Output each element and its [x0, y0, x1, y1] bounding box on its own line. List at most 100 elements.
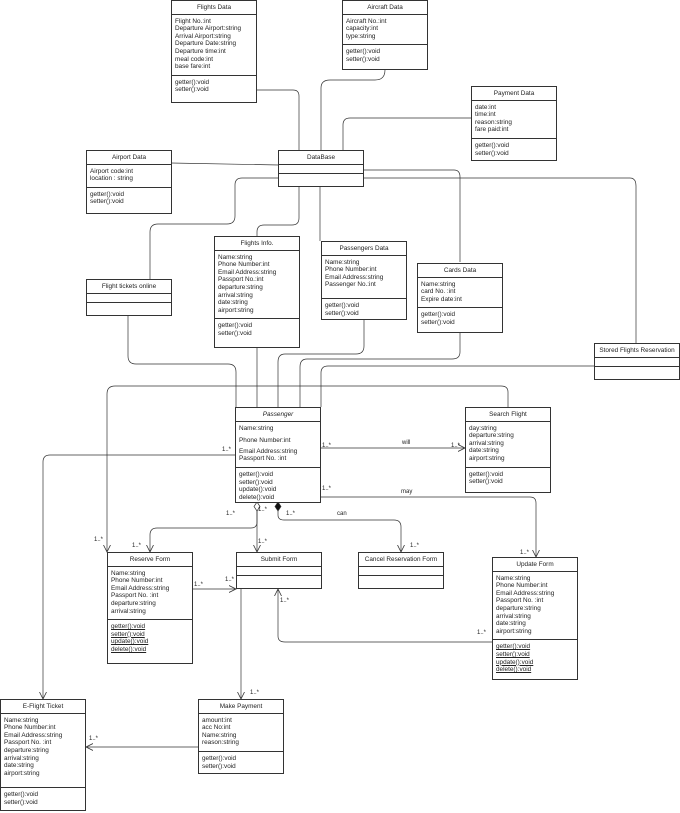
- method: setter():void: [111, 630, 145, 638]
- class-stored-flights-reservation[interactable]: Stored Flights Reservation: [594, 343, 680, 380]
- attribute: fare paid:int: [475, 126, 509, 134]
- class-aircraft-data[interactable]: Aircraft Data Aircraft No.:int capacity:…: [342, 0, 428, 70]
- attribute: Email Address:string: [325, 273, 384, 281]
- methods: getter():void setter():void: [172, 76, 256, 98]
- method: setter():void: [202, 762, 236, 770]
- methods: getter():void setter():void: [215, 319, 299, 341]
- relation-label-can: can: [337, 511, 347, 517]
- attribute: reason:string: [475, 118, 512, 126]
- class-passenger[interactable]: Passenger Name:string Phone Number:int E…: [235, 407, 321, 503]
- composition-diamond: [274, 501, 282, 512]
- method: getter():void: [346, 48, 381, 56]
- class-name: Reserve Form: [108, 553, 192, 567]
- attribute: airport:string: [469, 454, 505, 462]
- attribute: Passport No. :int: [4, 739, 52, 747]
- multiplicity-label: 1..*: [410, 543, 420, 549]
- attributes: Name:string card No. :int Expire date:in…: [418, 278, 502, 309]
- method: setter():void: [175, 86, 209, 94]
- attributes: [595, 358, 679, 367]
- class-e-flight-ticket[interactable]: E-Flight Ticket Name:string Phone Number…: [0, 699, 86, 811]
- class-reserve-form[interactable]: Reserve Form Name:string Phone Number:in…: [107, 552, 193, 664]
- attribute: Email Address:string: [239, 447, 298, 455]
- method: setter():void: [4, 798, 38, 806]
- method: setter():void: [239, 478, 273, 486]
- attribute: Departure Airport:string: [175, 25, 242, 33]
- class-cancel-reservation-form[interactable]: Cancel Reservation Form: [358, 552, 444, 589]
- line-stored-passenger: [320, 365, 594, 407]
- attribute: Passport No. :int: [496, 597, 544, 605]
- attribute: Passport No. :int: [239, 455, 287, 463]
- class-payment-data[interactable]: Payment Data date:int time:int reason:st…: [471, 86, 557, 161]
- line-search-reserve: [107, 385, 509, 552]
- attribute: Phone Number:int: [4, 724, 56, 732]
- attribute: reason:string: [202, 739, 239, 747]
- attribute: airport:string: [4, 769, 40, 777]
- attributes: Name:string Phone Number:int Email Addre…: [108, 567, 192, 621]
- attributes: [279, 165, 363, 174]
- attributes: amount:int acc No:int Name:string reason…: [199, 714, 283, 752]
- method: getter():void: [475, 141, 510, 149]
- line-database-cards: [364, 169, 461, 262]
- class-cards-data[interactable]: Cards Data Name:string card No. :int Exp…: [417, 263, 503, 333]
- attribute: Name:string: [111, 569, 146, 577]
- methods: getter():void setter():void: [87, 188, 171, 210]
- attribute: Departure Date:string: [175, 40, 237, 48]
- method: getter():void: [496, 643, 531, 651]
- method: getter():void: [175, 78, 210, 86]
- method: setter():void: [346, 55, 380, 63]
- multiplicity-label: 1..*: [194, 582, 204, 588]
- class-name: Airport Data: [87, 151, 171, 165]
- class-flights-info[interactable]: Flights Info. Name:string Phone Number:i…: [214, 236, 300, 348]
- class-name: Flight tickets online: [87, 280, 171, 294]
- class-passengers-data[interactable]: Passengers Data Name:string Phone Number…: [321, 241, 407, 320]
- line-cards-passenger: [299, 332, 461, 407]
- method: getter():void: [239, 470, 274, 478]
- multiplicity-label: 1..*: [94, 537, 104, 543]
- multiplicity-label: 1..*: [258, 507, 268, 513]
- multiplicity-label: 1..*: [89, 736, 99, 742]
- class-make-payment[interactable]: Make Payment amount:int acc No:int Name:…: [198, 699, 284, 774]
- attributes: Name:string Phone Number:int Email Addre…: [236, 422, 320, 468]
- multiplicity-label: 1..*: [520, 550, 530, 556]
- attribute: Name:string: [239, 424, 274, 432]
- attribute: departure:string: [496, 604, 541, 612]
- attribute: time:int: [475, 111, 496, 119]
- class-name: Cards Data: [418, 264, 502, 278]
- attribute: departure:string: [469, 432, 514, 440]
- method: setter():void: [90, 198, 124, 206]
- method: update():void: [239, 486, 277, 494]
- attribute: Passenger No.:int: [325, 281, 376, 289]
- method: getter():void: [4, 791, 39, 799]
- attribute: Phone Number:int: [218, 261, 270, 269]
- attributes: [237, 567, 321, 576]
- multiplicity-label: 1..*: [477, 630, 487, 636]
- attributes: Airport code:int location : string: [87, 165, 171, 188]
- line-passenger-reserve: [150, 511, 258, 552]
- class-name: Passengers Data: [322, 242, 406, 256]
- attribute: date:string: [469, 447, 499, 455]
- method: setter():void: [421, 318, 455, 326]
- class-name: Search Flight: [466, 408, 550, 422]
- class-airport-data[interactable]: Airport Data Airport code:int location :…: [86, 150, 172, 214]
- attributes: [359, 567, 443, 576]
- class-submit-form[interactable]: Submit Form: [236, 552, 322, 589]
- attribute: Passport No. :int: [111, 592, 159, 600]
- class-name: E-Flight Ticket: [1, 700, 85, 714]
- attribute: Phone Number:int: [239, 437, 291, 445]
- class-flight-tickets-online[interactable]: Flight tickets online: [86, 279, 172, 316]
- class-update-form[interactable]: Update Form Name:string Phone Number:int…: [492, 557, 578, 680]
- attributes: Name:string Phone Number:int Email Addre…: [493, 572, 577, 641]
- multiplicity-label: 1..*: [258, 539, 268, 545]
- class-search-flight[interactable]: Search Flight day:string departure:strin…: [465, 407, 551, 493]
- attribute: location : string: [90, 175, 133, 183]
- attribute: meal code:int: [175, 55, 214, 63]
- attribute: Phone Number:int: [496, 582, 548, 590]
- methods: [237, 576, 321, 584]
- multiplicity-label: 1..*: [132, 543, 142, 549]
- method: getter():void: [325, 301, 360, 309]
- class-name: Stored Flights Reservation: [595, 344, 679, 358]
- class-database[interactable]: DataBase: [278, 150, 364, 187]
- class-flights-data[interactable]: Flights Data Flight No.:int Departure Ai…: [171, 0, 257, 103]
- methods: getter():void setter():void update():voi…: [236, 468, 320, 505]
